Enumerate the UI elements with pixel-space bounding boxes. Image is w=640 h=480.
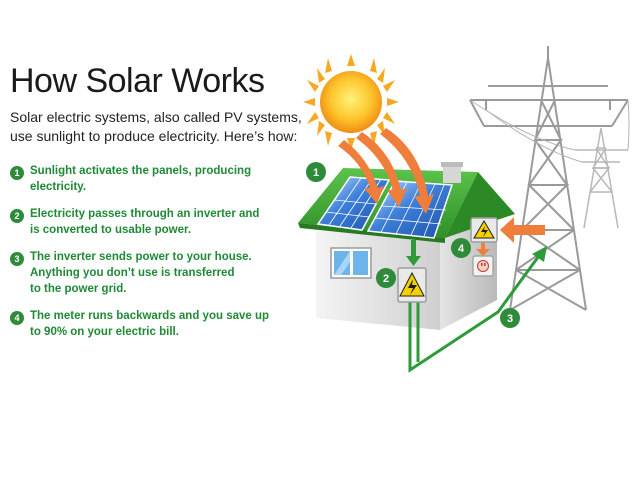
intro-line: Solar electric systems, also called PV s… (10, 109, 302, 125)
power-tower-icon (469, 46, 629, 311)
svg-text:2: 2 (383, 273, 389, 285)
step-number-badge: 3 (10, 252, 24, 266)
callout-4: 4 (451, 238, 471, 258)
svg-text:4: 4 (458, 243, 465, 255)
step-text: Electricity passes through an inverter a… (30, 208, 260, 220)
power-tower-icon (575, 127, 628, 229)
grid-arrow-icon (532, 246, 547, 262)
step-3: 3 The inverter sends power to your house… (10, 249, 285, 297)
power-lines (469, 99, 630, 163)
step-2: 2 Electricity passes through an inverter… (10, 206, 285, 238)
inverter-icon (397, 267, 427, 303)
step-number-badge: 1 (10, 166, 24, 180)
step-number-badge: 4 (10, 311, 24, 325)
step-text: to 90% on your electric bill. (30, 326, 179, 338)
panel-to-inverter-arrow (406, 240, 421, 266)
page-title: How Solar Works (10, 62, 265, 100)
step-1: 1 Sunlight activates the panels, produci… (10, 163, 285, 195)
meter-arrows (476, 217, 545, 256)
step-text: Sunlight activates the panels, producing (30, 165, 252, 177)
step-text: Anything you don’t use is transferred (30, 267, 235, 279)
svg-text:1: 1 (313, 167, 319, 179)
sun-icon (303, 54, 399, 150)
callout-3: 3 (500, 308, 520, 328)
sunlight-arrows (338, 128, 434, 214)
step-text: electricity. (30, 181, 87, 193)
intro-text: Solar electric systems, also called PV s… (10, 108, 310, 146)
power-flow-wiring (408, 252, 543, 373)
step-text: The meter runs backwards and you save up (30, 310, 270, 322)
callout-2: 2 (376, 268, 396, 288)
step-4: 4 The meter runs backwards and you save … (10, 308, 285, 340)
step-text: to the power grid. (30, 283, 127, 295)
svg-text:3: 3 (507, 313, 513, 325)
meter-icon (470, 217, 498, 277)
step-text: is converted to usable power. (30, 224, 192, 236)
step-number-badge: 2 (10, 209, 24, 223)
step-text: The inverter sends power to your house. (30, 251, 252, 263)
intro-line: use sunlight to produce electricity. Her… (10, 128, 298, 144)
steps-list: 1 Sunlight activates the panels, produci… (10, 163, 285, 351)
callout-1: 1 (306, 162, 326, 182)
window (330, 247, 372, 279)
